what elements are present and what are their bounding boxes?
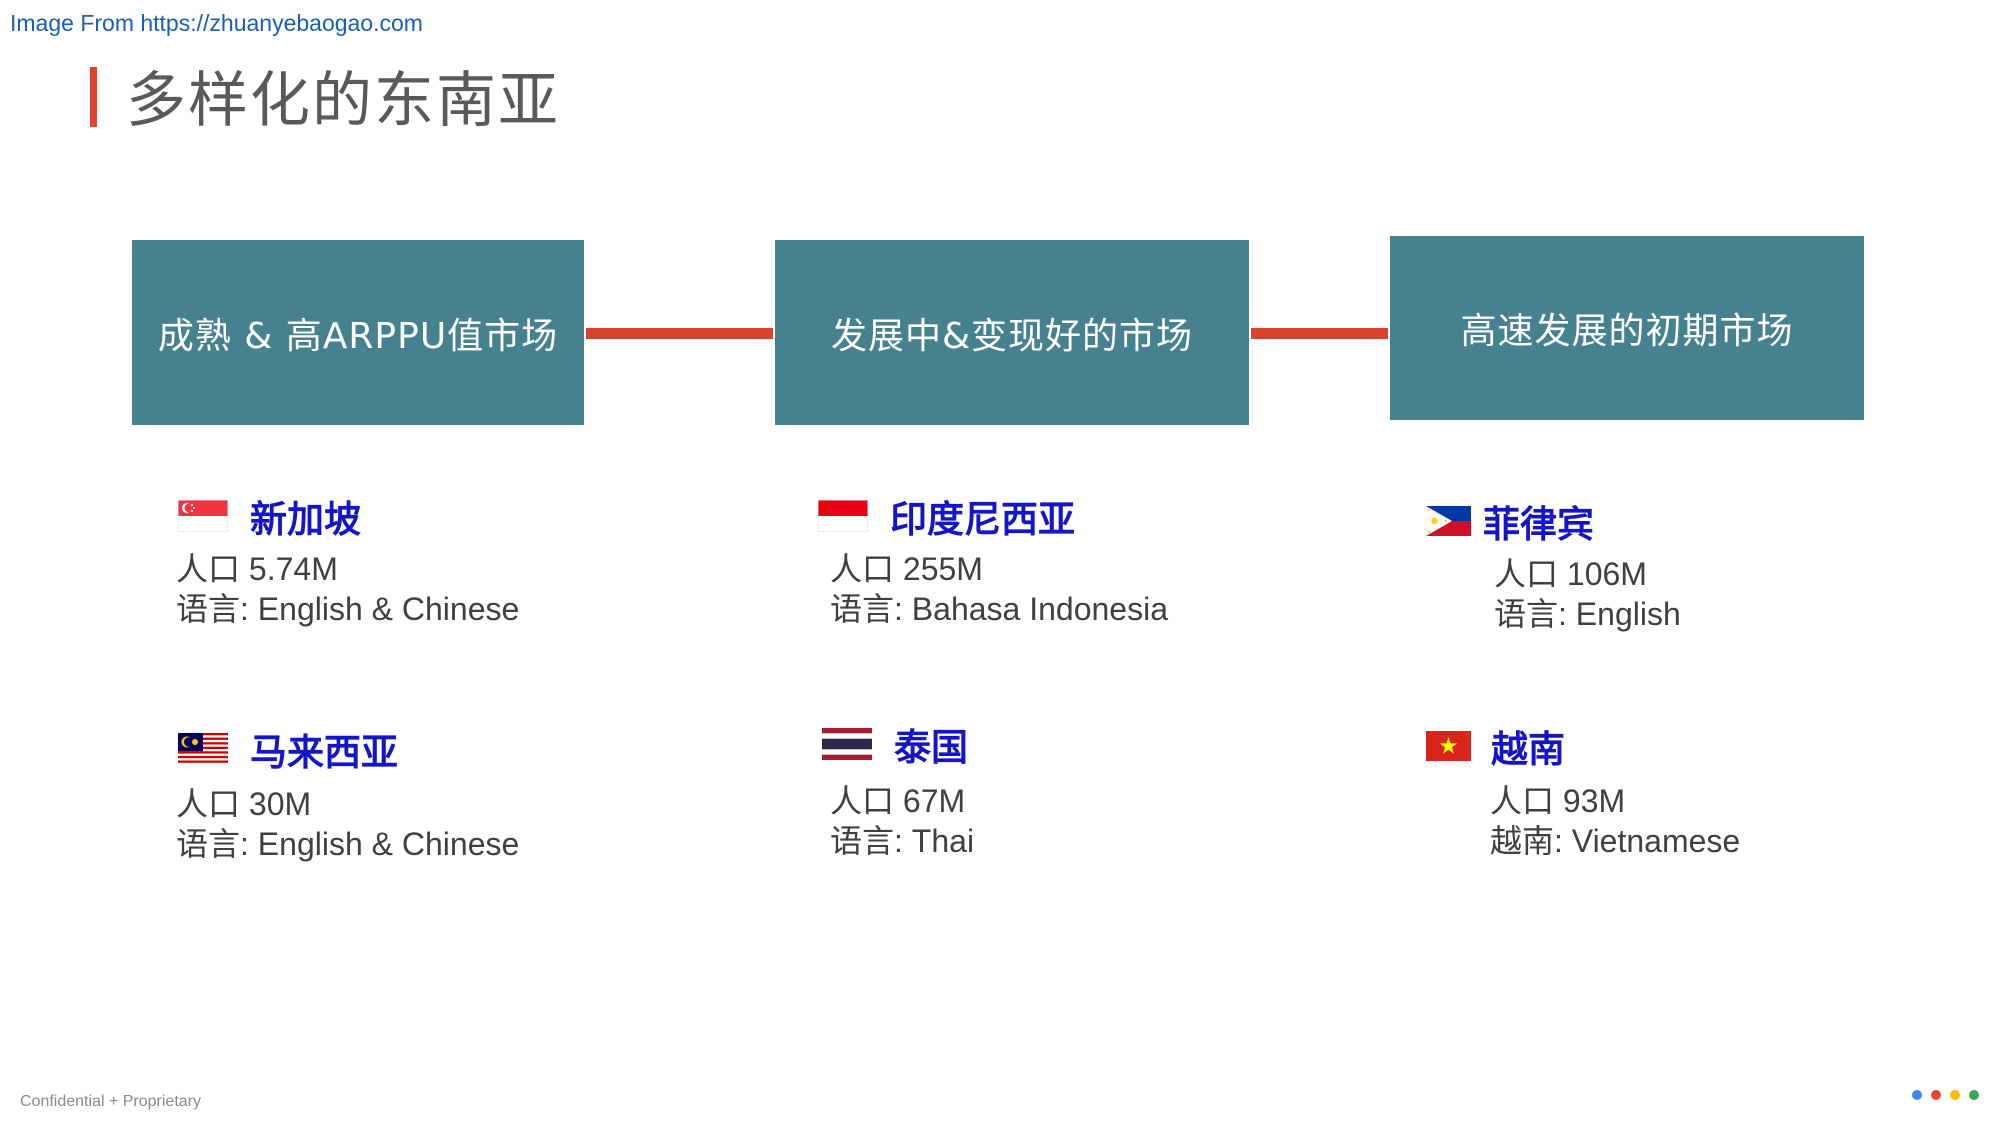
indonesia-flag-icon bbox=[818, 500, 868, 532]
country-singapore: 新加坡 人口 5.74M 语言: English & Chinese bbox=[176, 489, 520, 629]
population-value: 93M bbox=[1562, 783, 1626, 819]
country-name: 越南 bbox=[1491, 728, 1565, 771]
population-label: 人口 bbox=[830, 782, 895, 820]
language-line: 越南: Vietnamese bbox=[1490, 822, 1741, 860]
language-value: Bahasa Indonesia bbox=[911, 591, 1168, 627]
population-line: 人口 67M bbox=[830, 781, 974, 821]
country-name: 马来西亚 bbox=[250, 731, 398, 774]
population-line: 人口 106M bbox=[1494, 554, 1681, 594]
malaysia-flag-icon bbox=[178, 733, 228, 765]
language-line: 语言: English bbox=[1494, 595, 1681, 633]
language-line: 语言: Thai bbox=[830, 822, 975, 860]
green-dot bbox=[1969, 1090, 1979, 1100]
population-line: 人口 5.74M bbox=[176, 549, 519, 589]
population-value: 67M bbox=[902, 783, 966, 819]
page-title: 多样化的东南亚 bbox=[126, 66, 560, 136]
population-line: 人口 255M bbox=[830, 549, 1168, 589]
country-name: 印度尼西亚 bbox=[890, 498, 1075, 541]
singapore-flag-icon bbox=[178, 500, 228, 532]
country-philippines: 菲律宾 人口 106M 语言: English bbox=[1426, 494, 1681, 634]
language-label: 语言 bbox=[176, 825, 241, 863]
red-dot bbox=[1931, 1090, 1941, 1100]
language-value: English & Chinese bbox=[257, 826, 520, 862]
stage-box-early: 高速发展的初期市场 bbox=[1390, 236, 1864, 420]
language-label: 语言 bbox=[830, 822, 895, 860]
stage-label: 成熟 & 高ARPPU值市场 bbox=[157, 315, 559, 357]
language-value: Vietnamese bbox=[1571, 823, 1741, 859]
stage-box-developing: 发展中&变现好的市场 bbox=[775, 240, 1249, 425]
stage-label: 发展中&变现好的市场 bbox=[830, 315, 1194, 357]
philippines-flag-icon bbox=[1426, 506, 1471, 536]
population-value: 106M bbox=[1566, 556, 1647, 592]
stage-box-mature: 成熟 & 高ARPPU值市场 bbox=[132, 240, 584, 425]
population-label: 人口 bbox=[1490, 782, 1555, 820]
country-name: 泰国 bbox=[894, 726, 968, 769]
population-label: 人口 bbox=[176, 550, 241, 588]
brand-dots bbox=[1912, 1090, 1979, 1100]
population-label: 人口 bbox=[830, 550, 895, 588]
country-vietnam: 越南 人口 93M 越南: Vietnamese bbox=[1426, 719, 1740, 861]
country-name: 菲律宾 bbox=[1483, 503, 1594, 546]
footer-confidential: Confidential + Proprietary bbox=[20, 1093, 201, 1110]
connector-line bbox=[1251, 328, 1388, 339]
language-line: 语言: English & Chinese bbox=[176, 590, 520, 628]
population-label: 人口 bbox=[176, 785, 241, 823]
language-label: 越南 bbox=[1490, 822, 1555, 860]
population-line: 人口 30M bbox=[176, 784, 519, 824]
source-link[interactable]: Image From https://zhuanyebaogao.com bbox=[10, 10, 423, 36]
country-indonesia: 印度尼西亚 人口 255M 语言: Bahasa Indonesia bbox=[818, 489, 1168, 629]
thailand-flag-icon bbox=[822, 728, 872, 760]
connector-line bbox=[586, 328, 773, 339]
vietnam-flag-icon bbox=[1426, 731, 1471, 761]
population-value: 255M bbox=[902, 551, 983, 587]
country-name: 新加坡 bbox=[250, 498, 361, 541]
language-line: 语言: English & Chinese bbox=[176, 825, 520, 863]
population-line: 人口 93M bbox=[1490, 781, 1740, 821]
country-malaysia: 马来西亚 人口 30M 语言: English & Chinese bbox=[176, 722, 520, 864]
language-label: 语言 bbox=[1494, 595, 1559, 633]
language-value: Thai bbox=[911, 823, 975, 859]
language-label: 语言 bbox=[830, 590, 895, 628]
country-thailand: 泰国 人口 67M 语言: Thai bbox=[822, 717, 974, 861]
population-value: 5.74M bbox=[248, 551, 338, 587]
stage-label: 高速发展的初期市场 bbox=[1460, 311, 1794, 352]
yellow-dot bbox=[1950, 1090, 1960, 1100]
population-label: 人口 bbox=[1494, 555, 1559, 593]
language-label: 语言 bbox=[176, 590, 241, 628]
language-line: 语言: Bahasa Indonesia bbox=[830, 590, 1168, 628]
language-value: English bbox=[1575, 596, 1681, 632]
title-accent-bar bbox=[90, 67, 97, 127]
language-value: English & Chinese bbox=[257, 591, 520, 627]
blue-dot bbox=[1912, 1090, 1922, 1100]
population-value: 30M bbox=[248, 786, 312, 822]
